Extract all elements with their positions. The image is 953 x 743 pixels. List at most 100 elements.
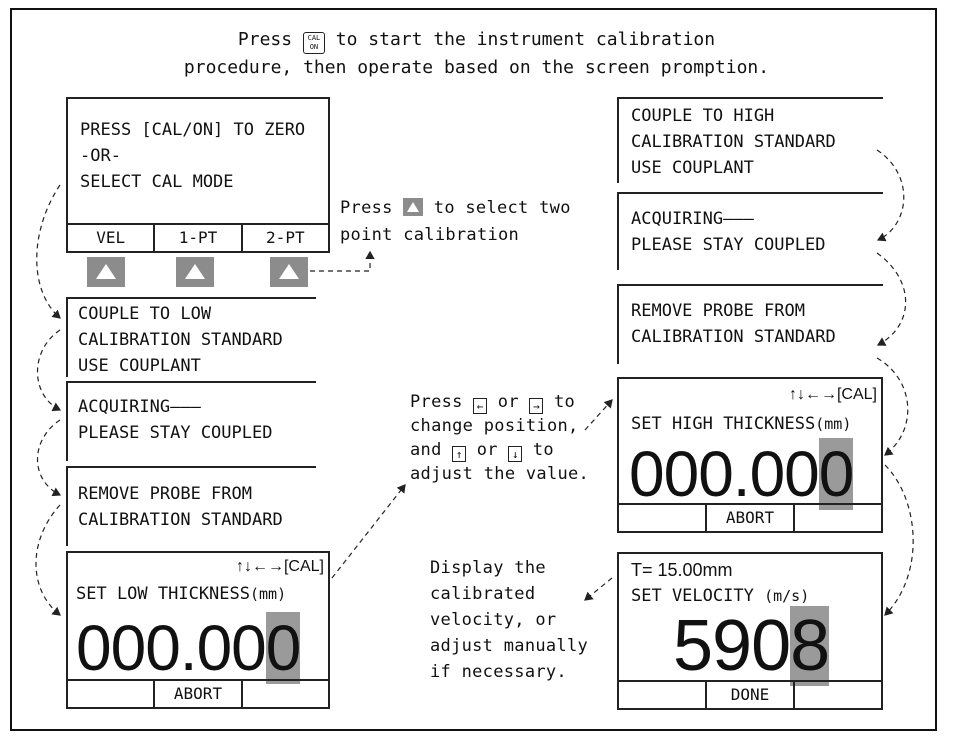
low-status-bar: ↑↓←→[CAL] bbox=[236, 557, 324, 577]
position-note-line2: change position, bbox=[410, 416, 579, 436]
intro-press: Press bbox=[237, 29, 293, 50]
velocity-digits: 590 bbox=[673, 606, 791, 686]
high-abort-button[interactable]: ABORT bbox=[705, 505, 793, 531]
arrow-keys-icon: ↑↓←→ bbox=[788, 386, 837, 403]
low-abort-button[interactable]: ABORT bbox=[153, 681, 240, 707]
couple-low-screen: COUPLE TO LOW CALIBRATION STANDARD USE C… bbox=[66, 297, 316, 377]
acquiring-low-line-2: PLEASE STAY COUPLED bbox=[78, 423, 273, 443]
remove-high-screen: REMOVE PROBE FROM CALIBRATION STANDARD bbox=[617, 284, 883, 364]
velocity-softkey-right[interactable] bbox=[793, 682, 881, 708]
remove-low-screen: REMOVE PROBE FROM CALIBRATION STANDARD bbox=[66, 466, 316, 546]
remove-low-line-1: REMOVE PROBE FROM bbox=[78, 484, 252, 504]
left-arrow-key-icon: ← bbox=[473, 398, 488, 414]
high-thickness-screen: ↑↓←→[CAL] SET HIGH THICKNESS(mm) 000.000… bbox=[617, 377, 883, 533]
up-arrow-key-icon-vel[interactable] bbox=[87, 257, 125, 287]
high-thickness-value: 000.000 bbox=[629, 438, 854, 510]
up-arrow-key-icon-2pt[interactable] bbox=[270, 257, 308, 287]
low-softkeys: ABORT bbox=[68, 679, 328, 707]
select-note-line2: point calibration bbox=[340, 225, 520, 245]
velocity-note-line-3: velocity, or bbox=[430, 610, 557, 630]
velocity-note-line-5: if necessary. bbox=[430, 662, 567, 682]
velocity-note-line-2: calibrated bbox=[430, 584, 536, 604]
couple-high-line-3: USE COUPLANT bbox=[631, 158, 754, 178]
couple-high-line-1: COUPLE TO HIGH bbox=[631, 106, 775, 126]
right-arrow-key-icon: → bbox=[529, 398, 544, 414]
arrow-keys-icon: ↑↓←→ bbox=[235, 558, 284, 575]
low-value-cursor-digit[interactable]: 0 bbox=[265, 612, 301, 684]
velocity-note-line-4: adjust manually bbox=[430, 636, 589, 656]
diagram-frame bbox=[10, 8, 937, 731]
couple-low-line-2: CALIBRATION STANDARD bbox=[78, 330, 283, 350]
high-softkey-right[interactable] bbox=[793, 505, 881, 531]
acquiring-high-screen: ACQUIRING——— PLEASE STAY COUPLED bbox=[617, 192, 883, 270]
couple-high-screen: COUPLE TO HIGH CALIBRATION STANDARD USE … bbox=[617, 97, 883, 183]
zero-line-1: PRESS [CAL/ON] TO ZERO bbox=[80, 120, 306, 140]
select-note-rest: to select two bbox=[433, 198, 571, 218]
softkey-vel[interactable]: VEL bbox=[96, 228, 126, 247]
position-note-to-1: to bbox=[553, 392, 576, 412]
softkey-1pt[interactable]: 1-PT bbox=[153, 225, 240, 251]
up-arrow-key-icon-1pt[interactable] bbox=[176, 257, 214, 287]
velocity-cursor-digit[interactable]: 8 bbox=[790, 606, 830, 686]
high-value-digits: 000.00 bbox=[629, 438, 820, 510]
zero-line-2: -OR- bbox=[80, 146, 121, 166]
down-arrow-key-icon: ↓ bbox=[508, 446, 523, 462]
acquiring-high-line-1: ACQUIRING——— bbox=[631, 209, 754, 229]
high-thickness-unit: (mm) bbox=[815, 415, 852, 433]
high-softkeys: ABORT bbox=[619, 503, 881, 531]
couple-low-line-3: USE COUPLANT bbox=[78, 356, 201, 376]
cal-mode-tag: [CAL] bbox=[283, 558, 324, 575]
low-thickness-label: SET LOW THICKNESS bbox=[76, 584, 250, 604]
acquiring-low-screen: ACQUIRING——— PLEASE STAY COUPLED bbox=[66, 381, 316, 461]
velocity-softkeys: DONE bbox=[619, 680, 881, 708]
done-button[interactable]: DONE bbox=[705, 682, 793, 708]
softkey-2pt[interactable]: 2-PT bbox=[240, 225, 328, 251]
velocity-note-line-1: Display the bbox=[430, 558, 546, 578]
low-thickness-value: 000.000 bbox=[76, 612, 301, 684]
couple-low-line-1: COUPLE TO LOW bbox=[78, 304, 212, 324]
velocity-label: SET VELOCITY bbox=[631, 586, 754, 606]
high-value-cursor-digit[interactable]: 0 bbox=[818, 438, 854, 510]
couple-high-line-2: CALIBRATION STANDARD bbox=[631, 132, 836, 152]
velocity-unit: (m/s) bbox=[764, 587, 810, 605]
low-thickness-screen: ↑↓←→[CAL] SET LOW THICKNESS(mm) 000.000 … bbox=[66, 551, 330, 709]
cal-mode-tag: [CAL] bbox=[836, 386, 877, 403]
zero-line-3: SELECT CAL MODE bbox=[80, 172, 234, 192]
position-note-line4: adjust the value. bbox=[410, 464, 590, 484]
intro-line1-rest: to start the instrument calibration bbox=[335, 29, 716, 50]
low-softkey-left[interactable] bbox=[68, 681, 153, 707]
high-softkey-left[interactable] bbox=[619, 505, 705, 531]
cal-key-label: CAL bbox=[307, 34, 321, 42]
position-note: Press ← or → to change position, and ↑ o… bbox=[410, 390, 589, 486]
acquiring-low-line-1: ACQUIRING——— bbox=[78, 397, 201, 417]
intro-line2: procedure, then operate based on the scr… bbox=[183, 57, 770, 78]
high-thickness-label: SET HIGH THICKNESS bbox=[631, 414, 816, 434]
remove-high-line-2: CALIBRATION STANDARD bbox=[631, 327, 836, 347]
position-note-or-2: or bbox=[476, 440, 498, 460]
low-thickness-unit: (mm) bbox=[250, 585, 287, 603]
zero-softkeys: VEL 1-PT 2-PT bbox=[68, 223, 328, 251]
remove-high-line-1: REMOVE PROBE FROM bbox=[631, 301, 805, 321]
on-key-label: ON bbox=[309, 43, 319, 51]
select-note-press: Press bbox=[340, 198, 393, 218]
position-note-to-2: to bbox=[532, 440, 554, 460]
velocity-screen: T= 15.00mm SET VELOCITY (m/s) 5908 DONE bbox=[617, 552, 883, 710]
velocity-thickness-readout: T= 15.00mm bbox=[631, 560, 733, 580]
up-arrow-key-icon: ↑ bbox=[452, 446, 467, 462]
select-note: Press to select two point calibration bbox=[340, 195, 571, 249]
velocity-note: Display the calibrated velocity, or adju… bbox=[430, 555, 588, 685]
remove-low-line-2: CALIBRATION STANDARD bbox=[78, 510, 283, 530]
low-value-digits: 000.00 bbox=[76, 612, 267, 684]
position-note-press: Press bbox=[410, 392, 463, 412]
position-note-or-1: or bbox=[497, 392, 519, 412]
zero-screen: PRESS [CAL/ON] TO ZERO -OR- SELECT CAL M… bbox=[66, 97, 330, 253]
high-status-bar: ↑↓←→[CAL] bbox=[789, 385, 877, 405]
low-softkey-right[interactable] bbox=[240, 681, 328, 707]
position-note-and: and bbox=[410, 440, 442, 460]
velocity-value: 5908 bbox=[673, 606, 830, 686]
acquiring-high-line-2: PLEASE STAY COUPLED bbox=[631, 235, 826, 255]
velocity-softkey-left[interactable] bbox=[619, 682, 705, 708]
